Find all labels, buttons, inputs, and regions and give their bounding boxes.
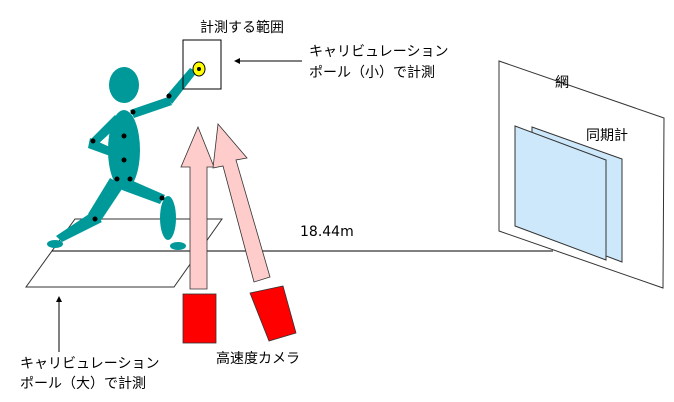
camera-view-arrow-2: [212, 123, 271, 283]
calibration-small-label-2: ポール（小）で計測: [309, 65, 435, 81]
net-label: 網: [555, 75, 569, 91]
calibration-large-label-2: ポール（大）で計測: [20, 376, 146, 392]
calibration-large-label-1: キャリビュレーション: [20, 356, 160, 372]
camera-view-arrow-1: [180, 125, 215, 290]
camera-1: [182, 293, 217, 344]
camera-2: [249, 285, 297, 342]
measure-range-label: 計測する範囲: [200, 20, 284, 36]
pitcher-figure: [47, 67, 197, 250]
measure-range-box: [182, 39, 222, 90]
distance-label: 18.44m: [300, 224, 354, 240]
sync-label: 同期計: [586, 128, 628, 144]
camera-label: 高速度カメラ: [216, 351, 300, 367]
calibration-small-label-1: キャリビュレーション: [309, 44, 449, 60]
sync-panel-front: [514, 125, 607, 261]
joint-markers: [90, 93, 172, 222]
